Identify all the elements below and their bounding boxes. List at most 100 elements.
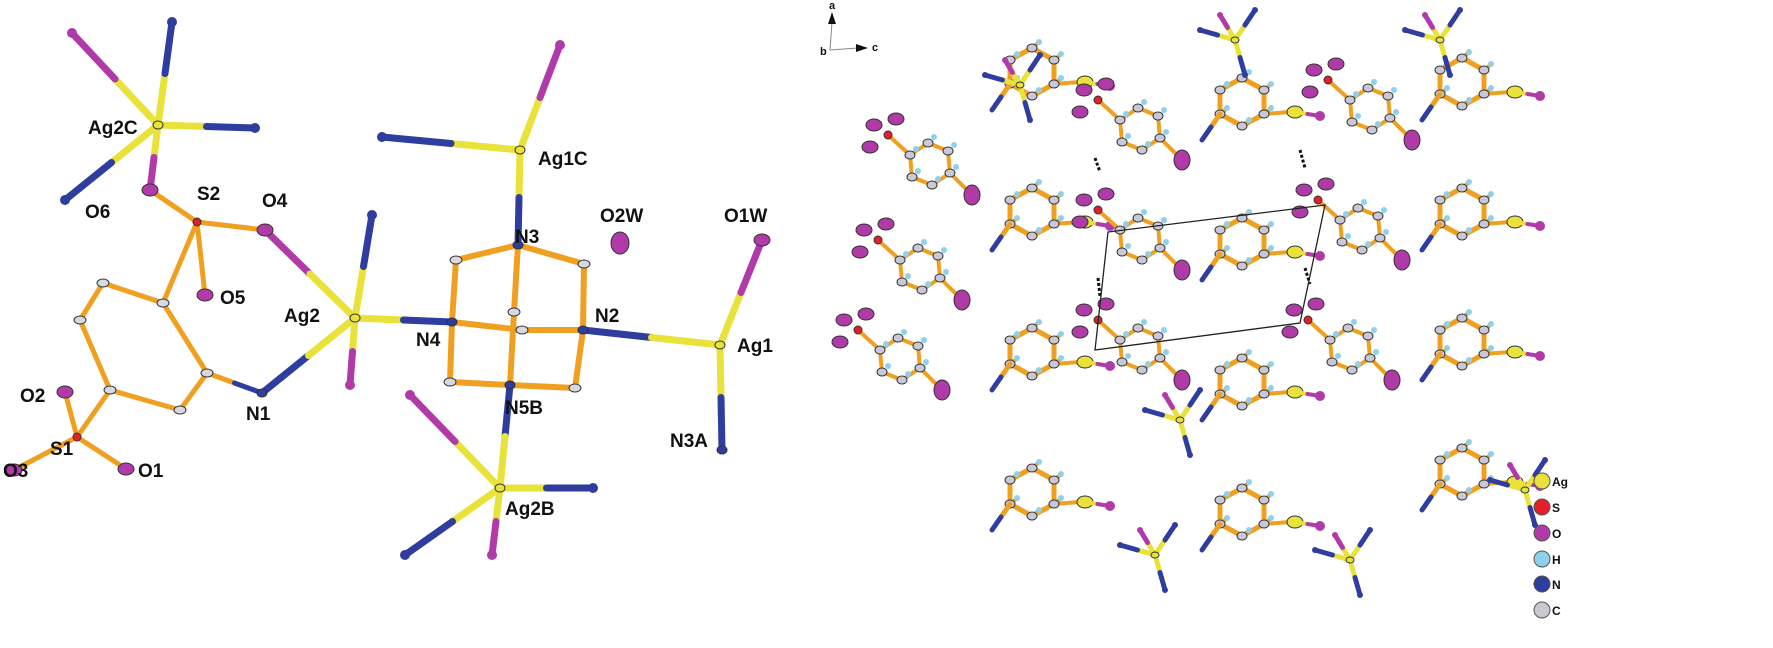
bond-end-atom: [1145, 361, 1151, 367]
bond-end-atom: [367, 210, 377, 220]
silver-atom: [1150, 551, 1160, 559]
packing-diagram: [831, 7, 1548, 598]
oxygen-atom: [851, 245, 869, 259]
bond-end-atom: [1036, 459, 1042, 465]
bond-end-atom: [923, 359, 929, 365]
bond-end-atom: [905, 371, 911, 377]
bond-end-atom: [1488, 451, 1494, 457]
bond: [572, 356, 582, 391]
carbon-atom: [1048, 219, 1060, 229]
bond-end-atom: [941, 247, 947, 253]
oxygen-atom: [861, 140, 879, 154]
carbon-atom: [1236, 531, 1248, 541]
bond: [1208, 111, 1223, 130]
bond: [1157, 570, 1168, 593]
bond-end-atom: [1393, 109, 1399, 115]
nitrogen-atom: [577, 325, 589, 335]
carbon-atom: [1214, 225, 1226, 235]
bond: [261, 226, 314, 278]
legend-label: S: [1552, 501, 1560, 515]
bond-end-atom: [250, 123, 260, 133]
bond: [513, 242, 521, 282]
carbon-atom: [1434, 325, 1446, 335]
carbon-atom: [904, 150, 916, 160]
bond: [1532, 457, 1548, 478]
bond-end-atom: [1145, 251, 1151, 257]
label-o2: O2: [20, 386, 45, 407]
bond-end-atom: [913, 146, 919, 152]
bond: [1187, 387, 1203, 408]
carbon-atom: [1236, 121, 1248, 131]
bond-end-atom: [1532, 522, 1538, 528]
carbon-atom: [896, 375, 908, 385]
carbon-atom: [1048, 499, 1060, 509]
carbon-atom: [1366, 125, 1378, 135]
bond-end-atom: [1268, 221, 1274, 227]
nitrogen-atom: [504, 380, 516, 390]
oxygen-atom: [117, 462, 135, 476]
bond: [448, 319, 455, 355]
bond: [1352, 575, 1363, 598]
bond-end-atom: [67, 28, 77, 38]
carbon-atom: [1456, 313, 1468, 323]
bond: [1199, 404, 1214, 423]
bond: [1513, 220, 1530, 226]
bond-end-atom: [1488, 85, 1494, 91]
carbon-atom: [894, 255, 906, 265]
bond-end-atom: [943, 269, 949, 275]
bond-end-atom: [1373, 349, 1379, 355]
bond-end-atom: [1246, 117, 1252, 123]
carbon-atom: [1324, 335, 1336, 345]
bond: [998, 361, 1013, 380]
oxygen-atom: [1173, 259, 1191, 281]
hydrogen-bond: [1298, 149, 1307, 169]
carbon-atom: [906, 172, 918, 182]
label-s2: S2: [197, 184, 220, 205]
bond-end-atom: [1123, 111, 1129, 117]
carbon-atom: [1478, 89, 1490, 99]
bond-end-atom: [1353, 91, 1359, 97]
sulfur-atom: [883, 130, 893, 140]
hydrogen-bond: [1096, 277, 1102, 297]
silver-atom: [1015, 81, 1025, 89]
oxygen-atom: [877, 217, 895, 231]
bond-end-atom: [1125, 353, 1131, 359]
carbon-atom: [1258, 109, 1270, 119]
carbon-atom: [1048, 195, 1060, 205]
carbon-atom: [916, 285, 928, 295]
bond: [258, 352, 312, 397]
label-o6: O6: [85, 202, 110, 223]
carbon-atom: [1478, 219, 1490, 229]
oxygen-atom: [953, 289, 971, 311]
oxygen-atom-water: [610, 231, 630, 255]
bond: [1208, 391, 1223, 410]
bond: [1142, 407, 1165, 418]
bond-end-atom: [1246, 479, 1252, 485]
carbon-atom: [944, 168, 956, 178]
bond-end-atom: [1027, 117, 1033, 123]
bond: [74, 434, 104, 456]
legend-label: H: [1552, 553, 1561, 567]
oxygen-atom: [1071, 215, 1089, 229]
bond-end-atom: [1137, 527, 1143, 533]
bond: [447, 349, 454, 385]
label-n3a: N3A: [670, 431, 708, 452]
oxygen-atom: [753, 233, 771, 247]
label-n2: N2: [595, 306, 619, 327]
label-ag1: Ag1: [737, 336, 773, 357]
bond-end-atom: [1224, 491, 1230, 497]
bond: [580, 294, 587, 333]
label-ag2: Ag2: [284, 306, 320, 327]
carbon-atom: [1154, 243, 1166, 253]
bond: [1199, 264, 1214, 283]
carbon-atom: [1026, 183, 1038, 193]
oxygen-atom: [1173, 369, 1191, 391]
label-ag2b: Ag2B: [505, 499, 555, 520]
carbon-atom: [1456, 231, 1468, 241]
carbon-atom: [926, 180, 938, 190]
bond-end-atom: [1488, 321, 1494, 327]
bond-end-atom: [1141, 319, 1147, 325]
bond-end-atom: [487, 550, 497, 560]
bond-end-atom: [1058, 495, 1064, 501]
legend-item-h: H: [1533, 550, 1561, 568]
